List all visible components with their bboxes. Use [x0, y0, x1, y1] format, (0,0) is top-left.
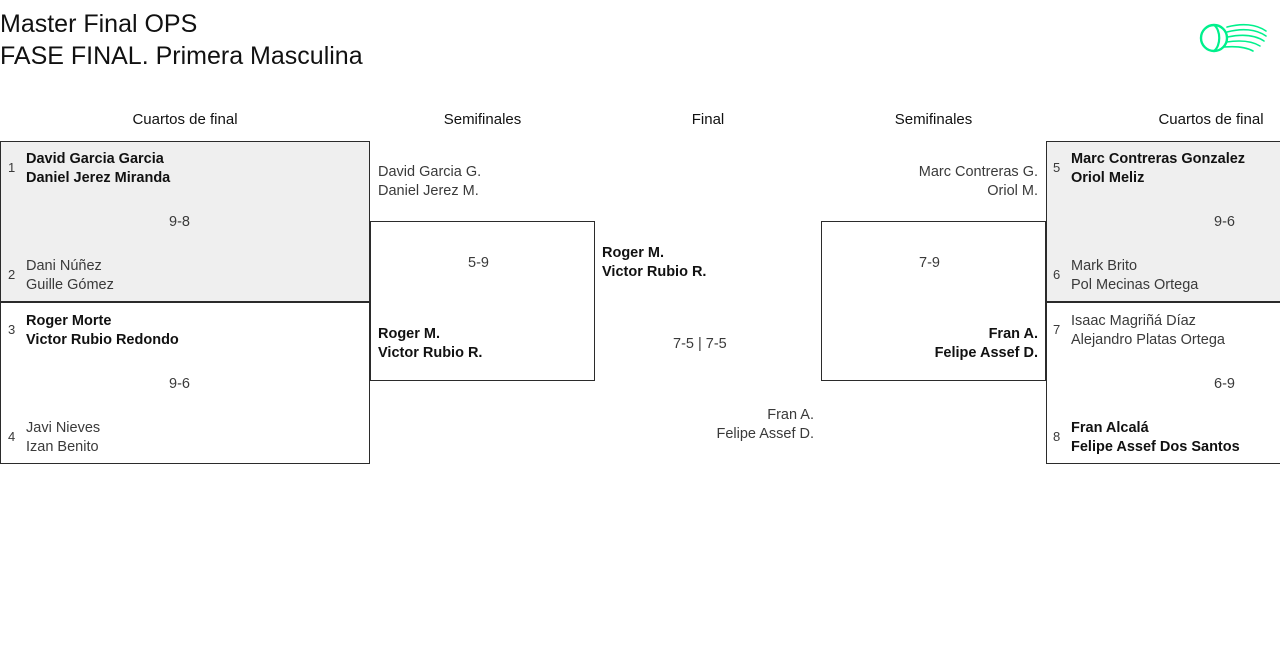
player-name: Oriol M. [987, 183, 1038, 199]
competitor-pair-qf2-top[interactable]: Roger Morte Victor Rubio Redondo [26, 312, 179, 350]
player-name: Marc Contreras G. [918, 164, 1038, 180]
match-score-qf-3: 9-6 [1214, 214, 1235, 230]
player-name: Fran Alcalá [1071, 420, 1149, 436]
competitor-pair-sf-right-top[interactable]: Marc Contreras G. Oriol M. [738, 163, 1038, 201]
match-score-final: 7-5 | 7-5 [673, 336, 727, 352]
competitor-pair-sf-left-bottom[interactable]: Roger M. Victor Rubio R. [378, 325, 482, 363]
seed-number: 6 [1053, 267, 1061, 282]
competitor-pair-sf-right-bottom[interactable]: Fran A. Felipe Assef D. [738, 325, 1038, 363]
player-name: Victor Rubio Redondo [26, 332, 179, 348]
padel-ball-swoosh-logo-icon [1194, 14, 1272, 58]
competitor-pair-qf3-bottom[interactable]: Mark Brito Pol Mecinas Ortega [1071, 257, 1198, 295]
competitor-pair-sf-left-top[interactable]: David Garcia G. Daniel Jerez M. [378, 163, 481, 201]
competitor-pair-final-top[interactable]: Roger M. Victor Rubio R. [602, 244, 706, 282]
seed-number: 5 [1053, 160, 1061, 175]
player-name: Daniel Jerez Miranda [26, 170, 171, 186]
match-box-qf-1[interactable] [0, 141, 370, 302]
player-name: Felipe Assef D. [716, 426, 814, 442]
match-box-qf-3[interactable] [1046, 141, 1280, 302]
round-header-semifinals-left: Semifinales [443, 111, 522, 128]
competitor-pair-qf4-bottom[interactable]: Fran Alcalá Felipe Assef Dos Santos [1071, 419, 1240, 457]
seed-number: 4 [8, 429, 16, 444]
seed-number: 2 [8, 267, 16, 282]
seed-number: 7 [1053, 322, 1061, 337]
player-name: Fran A. [988, 326, 1038, 342]
player-name: Alejandro Platas Ortega [1071, 332, 1225, 348]
match-box-qf-2[interactable] [0, 302, 370, 464]
seed-number: 1 [8, 160, 16, 175]
player-name: Oriol Meliz [1071, 170, 1145, 186]
competitor-pair-qf2-bottom[interactable]: Javi Nieves Izan Benito [26, 419, 100, 457]
player-name: Dani Núñez [26, 258, 102, 274]
competitor-pair-qf1-bottom[interactable]: Dani Núñez Guille Gómez [26, 257, 114, 295]
competitor-pair-qf4-top[interactable]: Isaac Magriñá Díaz Alejandro Platas Orte… [1071, 312, 1225, 350]
player-name: David Garcia G. [378, 164, 482, 180]
match-score-qf-1: 9-8 [169, 214, 190, 230]
match-score-qf-2: 9-6 [169, 376, 190, 392]
player-name: Felipe Assef D. [934, 345, 1038, 361]
player-name: David Garcia Garcia [26, 151, 164, 167]
player-name: Felipe Assef Dos Santos [1071, 439, 1240, 455]
title-line-1: Master Final OPS [0, 10, 198, 38]
match-box-sf-left[interactable] [370, 221, 595, 381]
round-header-semifinals-right: Semifinales [894, 111, 973, 128]
seed-number: 8 [1053, 429, 1061, 444]
player-name: Izan Benito [26, 439, 99, 455]
player-name: Victor Rubio R. [378, 345, 483, 361]
match-score-qf-4: 6-9 [1214, 376, 1235, 392]
round-header-final: Final [691, 111, 725, 128]
player-name: Victor Rubio R. [602, 264, 707, 280]
competitor-pair-qf1-top[interactable]: David Garcia Garcia Daniel Jerez Miranda [26, 150, 170, 188]
player-name: Mark Brito [1071, 258, 1138, 274]
match-box-qf-4[interactable] [1046, 302, 1280, 464]
player-name: Fran A. [767, 407, 814, 423]
player-name: Marc Contreras Gonzalez [1071, 151, 1246, 167]
seed-number: 3 [8, 322, 16, 337]
competitor-pair-qf3-top[interactable]: Marc Contreras Gonzalez Oriol Meliz [1071, 150, 1245, 188]
title-line-2: FASE FINAL. Primera Masculina [0, 42, 363, 70]
round-header-quarterfinals-left: Cuartos de final [132, 111, 238, 128]
player-name: Roger M. [602, 245, 665, 261]
match-score-sf-right: 7-9 [919, 255, 940, 271]
player-name: Isaac Magriñá Díaz [1071, 313, 1196, 329]
player-name: Daniel Jerez M. [378, 183, 479, 199]
player-name: Guille Gómez [26, 277, 114, 293]
player-name: Pol Mecinas Ortega [1071, 277, 1199, 293]
page-title: Master Final OPS FASE FINAL. Primera Mas… [0, 8, 900, 72]
round-header-quarterfinals-right: Cuartos de final [1158, 111, 1264, 128]
player-name: Roger Morte [26, 313, 112, 329]
match-box-sf-right[interactable] [821, 221, 1046, 381]
player-name: Javi Nieves [26, 420, 101, 436]
competitor-pair-final-bottom[interactable]: Fran A. Felipe Assef D. [514, 406, 814, 444]
player-name: Roger M. [378, 326, 441, 342]
match-score-sf-left: 5-9 [468, 255, 489, 271]
